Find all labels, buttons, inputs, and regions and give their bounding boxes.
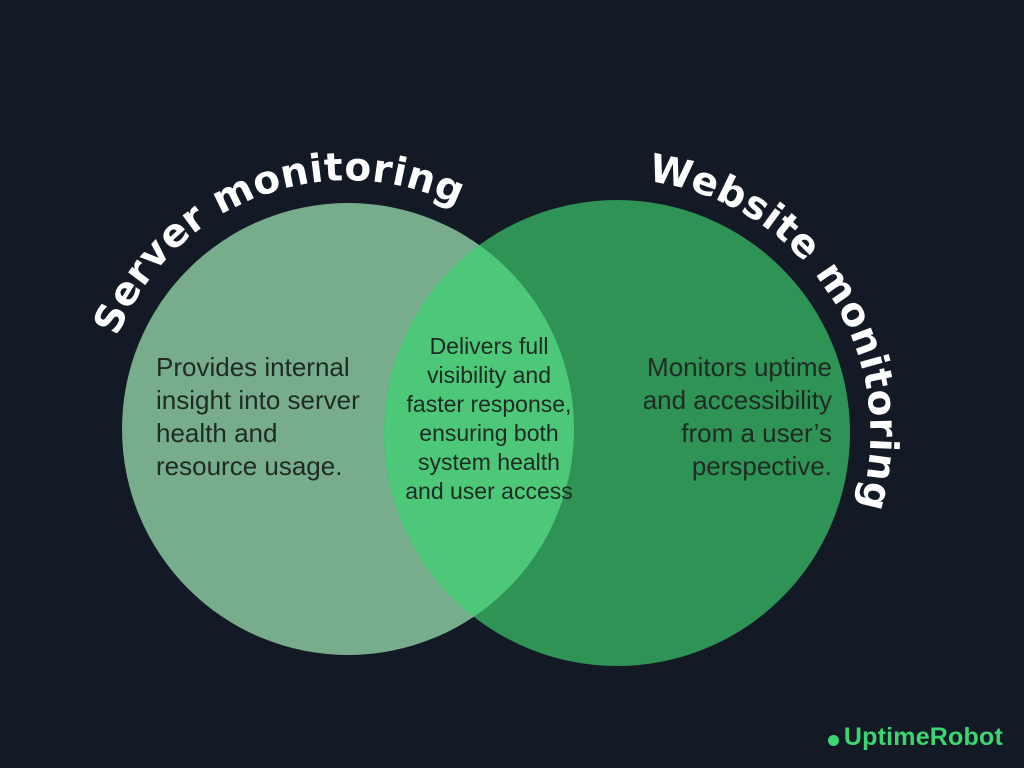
overlap-lens [384,203,574,655]
uptimerobot-logo: UptimeRobot [827,723,1003,752]
uptimerobot-dot-icon [827,735,839,746]
uptimerobot-wordmark: UptimeRobot [843,723,1003,751]
overlap-description: Delivers full visibility and faster resp… [405,333,573,504]
server-circle-description: Provides internal insight into server he… [156,352,360,481]
website-circle-description: Monitors uptime and accessibility from a… [642,352,832,481]
